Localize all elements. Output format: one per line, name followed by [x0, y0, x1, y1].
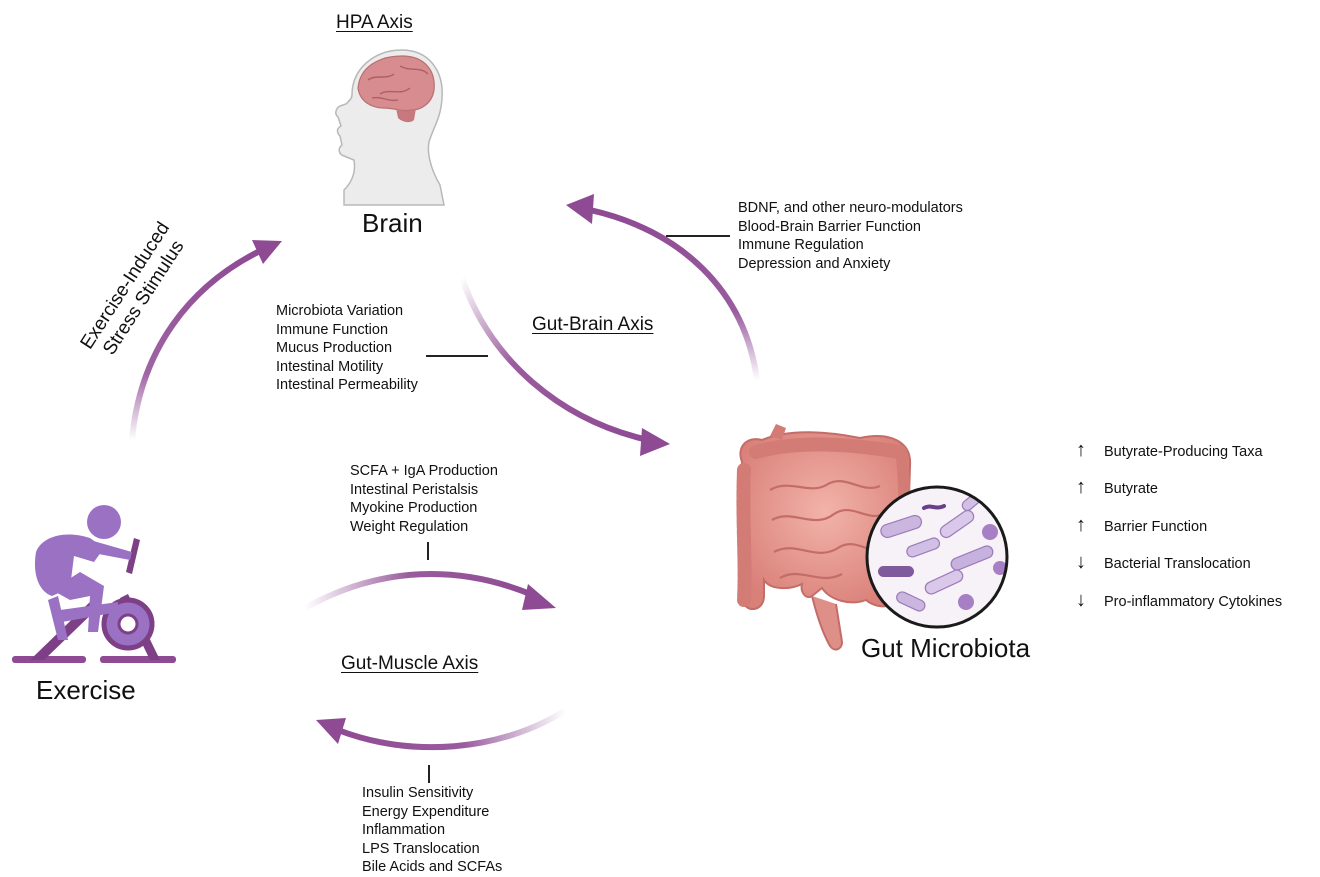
gut-muscle-axis-label: Gut-Muscle Axis: [341, 653, 478, 675]
list-item: Immune Function: [276, 321, 418, 340]
exercise-to-gut-arrow: [305, 574, 556, 610]
list-item: Inflammation: [362, 821, 502, 840]
list-item: Intestinal Peristalsis: [350, 481, 498, 500]
list-item: Depression and Anxiety: [738, 255, 963, 274]
brain-to-gut-arrow: [462, 278, 670, 456]
gut-to-brain-arrow: [566, 194, 757, 380]
effect-label: Barrier Function: [1104, 518, 1207, 536]
list-item: LPS Translocation: [362, 840, 502, 859]
list-item: Weight Regulation: [350, 518, 498, 537]
stationary-bike-icon: [12, 505, 176, 663]
up-arrow-icon: ↑: [1076, 439, 1098, 461]
hpa-axis-label: HPA Axis: [336, 12, 413, 34]
list-item: SCFA + IgA Production: [350, 462, 498, 481]
effect-label: Butyrate-Producing Taxa: [1104, 443, 1263, 461]
microbiota-effects-list: ↑ Butyrate-Producing Taxa ↑ Butyrate ↑ B…: [1076, 443, 1282, 630]
effect-label: Butyrate: [1104, 480, 1158, 498]
down-arrow-icon: ↓: [1076, 551, 1098, 573]
list-item: Immune Regulation: [738, 236, 963, 255]
list-item: Energy Expenditure: [362, 803, 502, 822]
list-item: Insulin Sensitivity: [362, 784, 502, 803]
list-item: BDNF, and other neuro-modulators: [738, 199, 963, 218]
bacteria-magnifier-icon: [867, 486, 1007, 627]
brain-label: Brain: [362, 208, 423, 239]
effect-item: ↑ Butyrate: [1076, 480, 1282, 517]
gut-to-muscle-effects-list: Insulin Sensitivity Energy Expenditure I…: [362, 784, 502, 877]
list-item: Blood-Brain Barrier Function: [738, 218, 963, 237]
list-item: Microbiota Variation: [276, 302, 418, 321]
gut-brain-axis-label: Gut-Brain Axis: [532, 314, 653, 336]
list-item: Myokine Production: [350, 499, 498, 518]
effect-item: ↓ Bacterial Translocation: [1076, 555, 1282, 592]
effect-item: ↑ Barrier Function: [1076, 518, 1282, 555]
list-item: Mucus Production: [276, 339, 418, 358]
gut-microbiota-label: Gut Microbiota: [861, 633, 1030, 664]
gut-to-brain-effects-list: BDNF, and other neuro-modulators Blood-B…: [738, 199, 963, 273]
exercise-to-gut-effects-list: SCFA + IgA Production Intestinal Perista…: [350, 462, 498, 536]
list-item: Bile Acids and SCFAs: [362, 858, 502, 877]
brain-to-gut-effects-list: Microbiota Variation Immune Function Muc…: [276, 302, 418, 395]
effect-label: Pro-inflammatory Cytokines: [1104, 593, 1282, 611]
effect-item: ↑ Butyrate-Producing Taxa: [1076, 443, 1282, 480]
gut-to-exercise-arrow: [316, 710, 566, 747]
list-item: Intestinal Motility: [276, 358, 418, 377]
exercise-label: Exercise: [36, 675, 136, 706]
up-arrow-icon: ↑: [1076, 514, 1098, 536]
effect-label: Bacterial Translocation: [1104, 555, 1251, 573]
head-brain-icon: [336, 50, 444, 205]
down-arrow-icon: ↓: [1076, 589, 1098, 611]
effect-item: ↓ Pro-inflammatory Cytokines: [1076, 593, 1282, 630]
list-item: Intestinal Permeability: [276, 376, 418, 395]
up-arrow-icon: ↑: [1076, 476, 1098, 498]
